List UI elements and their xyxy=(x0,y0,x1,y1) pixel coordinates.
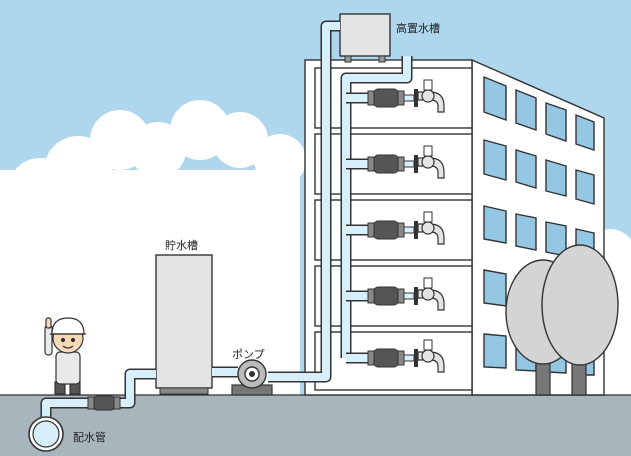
pump xyxy=(231,359,273,396)
worker-figure xyxy=(44,317,86,395)
high-tank xyxy=(339,13,391,57)
storage-tank xyxy=(155,254,213,389)
main-pipe-label: 配水管 xyxy=(73,431,106,444)
ground-meter xyxy=(87,395,121,411)
pump-label: ポンプ xyxy=(232,348,265,361)
trees xyxy=(505,244,619,396)
floor-fixtures xyxy=(367,79,445,373)
high-tank-label: 高置水槽 xyxy=(396,22,440,35)
storage-tank-label: 貯水槽 xyxy=(165,239,198,252)
pipes xyxy=(40,20,413,418)
distribution-main xyxy=(28,416,64,452)
